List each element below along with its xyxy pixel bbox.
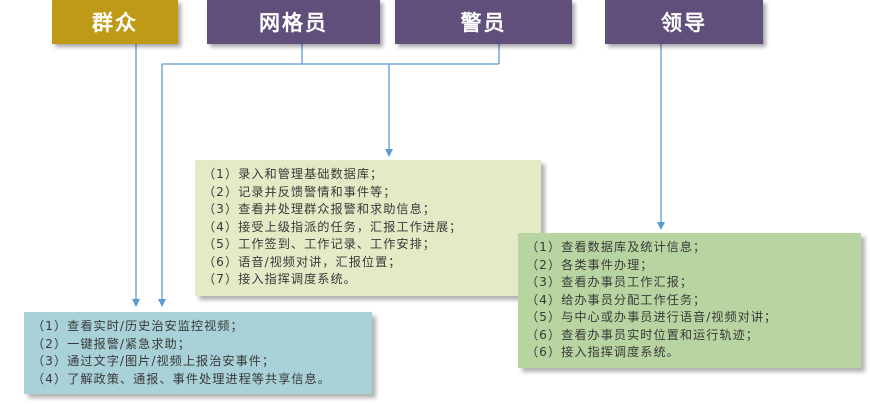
role-police-label: 警员 <box>460 11 507 35</box>
masses-functions-list: （1）查看实时/历史治安监控视频； （2）一键报警/紧急求助； （3）通过文字/… <box>32 318 372 388</box>
list-item: （2）记录并反馈警情和事件等； <box>203 184 397 199</box>
role-leader-label: 领导 <box>661 11 707 35</box>
list-item: （1）查看数据库及统计信息； <box>526 240 707 254</box>
list-item: （4）了解政策、通报、事件处理进程等共享信息。 <box>32 371 331 386</box>
list-item: （1）查看实时/历史治安监控视频； <box>32 319 244 333</box>
list-item: （1）录入和管理基础数据库； <box>203 167 384 181</box>
masses-functions-panel: （1）查看实时/历史治安监控视频； （2）一键报警/紧急求助； （3）通过文字/… <box>24 312 372 394</box>
list-item: （2）一键报警/紧急求助； <box>32 336 191 351</box>
list-item: （4）接受上级指派的任务，汇报工作进展； <box>203 219 463 234</box>
connector-group <box>132 44 665 307</box>
list-item: （6）接入指挥调度系统。 <box>526 345 680 359</box>
list-item: （3）查看并处理群众报警和求助信息； <box>203 202 436 216</box>
grid-police-functions-list: （1）录入和管理基础数据库； （2）记录并反馈警情和事件等； （3）查看并处理群… <box>203 166 541 289</box>
role-masses: 群众 <box>52 0 178 44</box>
role-grid-officer: 网格员 <box>207 0 380 44</box>
list-item: （5）工作签到、工作记录、工作安排； <box>203 237 436 251</box>
list-item: （3）查看办事员工作汇报； <box>526 275 694 289</box>
role-leader: 领导 <box>605 0 763 44</box>
list-item: （4）给办事员分配工作任务； <box>526 292 707 307</box>
list-item: （2）各类事件办理； <box>526 257 654 272</box>
leader-functions-panel: （1）查看数据库及统计信息； （2）各类事件办理； （3）查看办事员工作汇报； … <box>518 233 861 368</box>
list-item: （6）语音/视频对讲，汇报位置； <box>203 254 402 269</box>
list-item: （6）查看办事员实时位置和运行轨迹； <box>526 327 759 342</box>
leader-functions-list: （1）查看数据库及统计信息； （2）各类事件办理； （3）查看办事员工作汇报； … <box>526 239 861 362</box>
role-grid-officer-label: 网格员 <box>259 11 328 35</box>
list-item: （5）与中心或办事员进行语音/视频对讲； <box>526 310 778 324</box>
role-masses-label: 群众 <box>92 11 138 35</box>
list-item: （3）通过文字/图片/视频上报治安事件； <box>32 354 276 368</box>
role-police: 警员 <box>395 0 572 44</box>
grid-police-functions-panel: （1）录入和管理基础数据库； （2）记录并反馈警情和事件等； （3）查看并处理群… <box>195 160 541 296</box>
list-item: （7）接入指挥调度系统。 <box>203 272 357 286</box>
